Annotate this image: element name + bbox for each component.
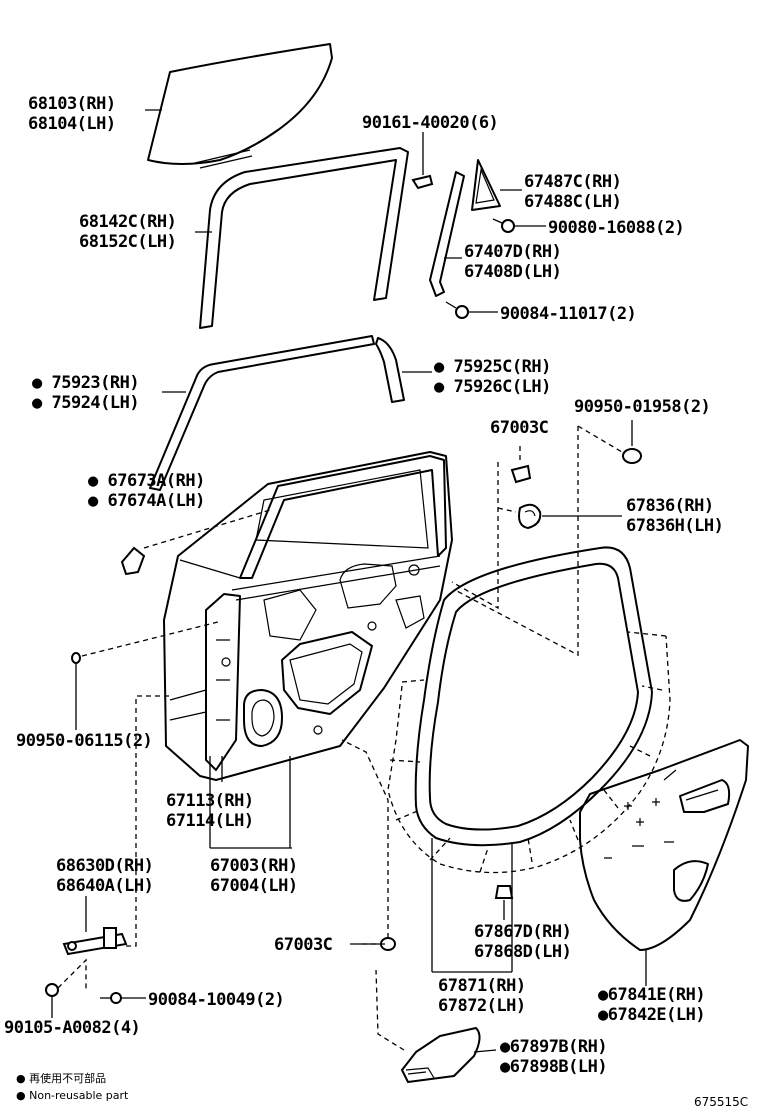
label-qtr-lh: 67488C(LH) [524, 192, 621, 212]
screw-90084-a [445, 301, 498, 319]
label-service-lh: ●67842E(LH) [598, 1005, 705, 1025]
label-weather-lh: 67872(LH) [438, 996, 526, 1016]
screw-90080 [492, 218, 546, 233]
label-panel-rh: 67113(RH) [166, 791, 254, 811]
clip-67003c-top [510, 446, 532, 484]
figure-code: 675515C [694, 1095, 748, 1109]
label-frame-rh: 67407D(RH) [464, 242, 561, 262]
label-bolt-c: 90105-A0082(4) [4, 1018, 140, 1038]
plug-90950-b [71, 621, 219, 730]
label-door-lh: 67004(LH) [210, 876, 298, 896]
label-qtr-rh: 67487C(RH) [524, 172, 621, 192]
rear-frame [429, 171, 465, 297]
sealing-cover [375, 969, 497, 1083]
label-glass-lh: 68104(LH) [28, 114, 116, 134]
cover-67673a [120, 509, 271, 576]
label-belt-out-lh: ● 75926C(LH) [434, 377, 551, 397]
weatherstrip-clip [494, 885, 514, 920]
label-run-rh: 68142C(RH) [79, 212, 176, 232]
label-wclip-rh: 67867D(RH) [474, 922, 571, 942]
label-check-rh: 68630D(RH) [56, 856, 153, 876]
label-glass-rh: 68103(RH) [28, 94, 116, 114]
label-frame-lh: 67408D(LH) [464, 262, 561, 282]
label-seal-lh: ●67898B(LH) [500, 1057, 607, 1077]
label-clip-top: 67003C [490, 418, 548, 438]
legend-en: ● Non-reusable part [16, 1089, 129, 1102]
belt-moulding-outer [375, 337, 432, 403]
label-door-rh: 67003(RH) [210, 856, 298, 876]
label-cover-lh: ● 67674A(LH) [88, 491, 205, 511]
label-wclip-lh: 67868D(LH) [474, 942, 571, 962]
label-belt-in-lh: ● 75924(LH) [32, 393, 139, 413]
legend-jp: ● 再使用不可部品 [16, 1071, 106, 1085]
label-belt-out-rh: ● 75925C(RH) [434, 357, 551, 377]
door-panel [163, 451, 453, 849]
legend: ● 再使用不可部品 ● Non-reusable part [16, 1071, 129, 1102]
label-plug-a: 90950-01958(2) [574, 397, 710, 417]
clip-67003c-bottom [341, 739, 396, 951]
label-weather-rh: 67871(RH) [438, 976, 526, 996]
label-check-lh: 68640A(LH) [56, 876, 153, 896]
label-belt-in-rh: ● 75923(RH) [32, 373, 139, 393]
belt-moulding-inner [149, 335, 375, 491]
glass-run [195, 147, 409, 329]
part-labels: 68103(RH) 68104(LH) 68142C(RH) 68152C(LH… [4, 94, 724, 1077]
hole-cover-67836 [451, 462, 622, 610]
plug-90950-a [454, 420, 642, 657]
label-hole-lh: 67836H(LH) [626, 516, 723, 536]
label-clip-bottom: 67003C [274, 935, 332, 955]
door-check [62, 695, 170, 956]
label-plug-b: 90950-06115(2) [16, 731, 152, 751]
label-screw-a: 90080-16088(2) [548, 218, 684, 238]
label-service-rh: ●67841E(RH) [598, 985, 705, 1005]
bolt-90161 [411, 132, 434, 190]
service-hole-cover [579, 739, 749, 986]
label-cover-rh: ● 67673A(RH) [88, 471, 205, 491]
label-bolt-a: 90161-40020(6) [362, 113, 498, 133]
weatherstrip [387, 546, 671, 973]
label-bolt-b: 90084-10049(2) [148, 990, 284, 1010]
bolt-90084-b [100, 992, 146, 1004]
label-run-lh: 68152C(LH) [79, 232, 176, 252]
door-glass [145, 43, 333, 169]
label-panel-lh: 67114(LH) [166, 811, 254, 831]
label-seal-rh: ●67897B(RH) [500, 1037, 607, 1057]
quarter-glass [471, 159, 522, 211]
bolt-90105 [45, 958, 87, 1018]
label-screw-b: 90084-11017(2) [500, 304, 636, 324]
label-hole-rh: 67836(RH) [626, 496, 714, 516]
